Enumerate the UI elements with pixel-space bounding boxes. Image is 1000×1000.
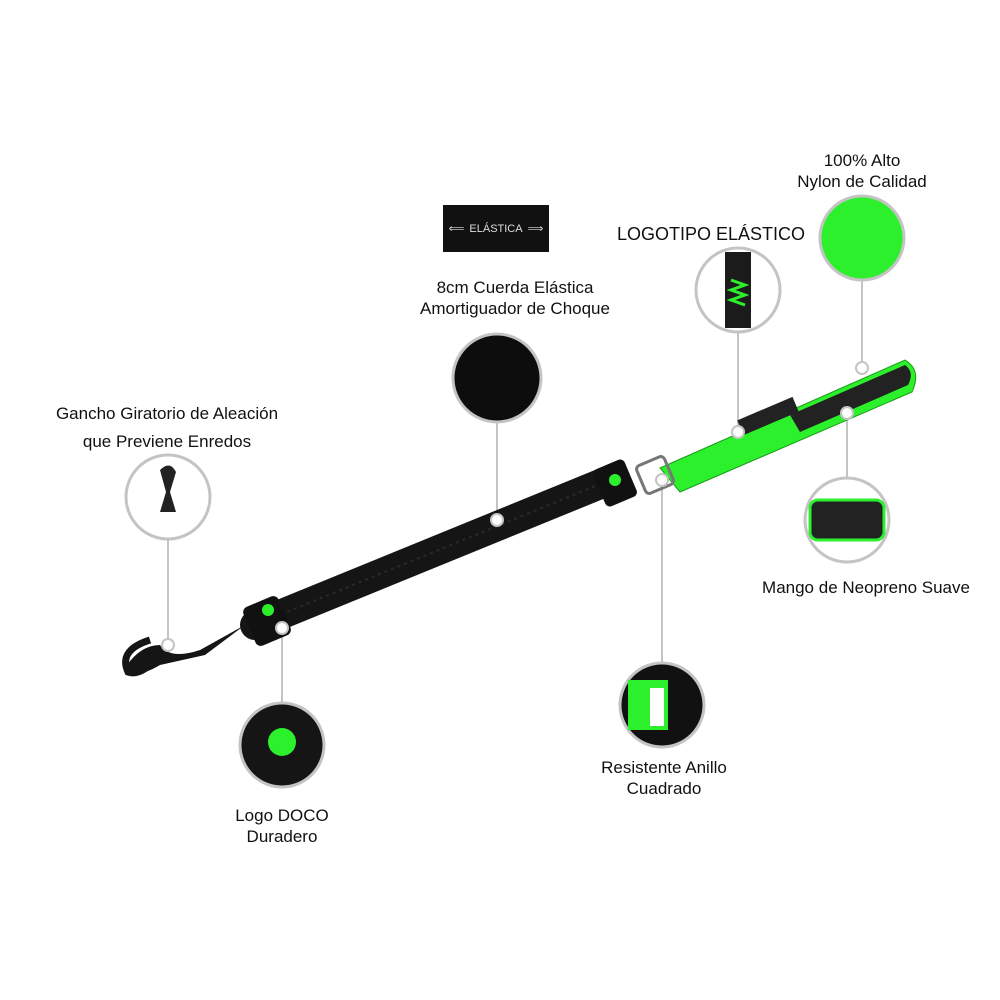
handle-label-line1: Mango de Neopreno Suave — [762, 578, 970, 597]
nylon-label-line1: 100% Alto — [823, 151, 901, 170]
bungee-label-line2: Amortiguador de Choque — [420, 299, 610, 318]
bungee-label-line1: 8cm Cuerda Elástica — [436, 278, 594, 297]
hook-label-line2: que Previene Enredos — [82, 432, 252, 451]
callout-dots — [161, 361, 869, 652]
ring-label-line1: Resistente Anillo — [601, 758, 727, 777]
hook-label: Gancho Giratorio de Aleación que Previen… — [56, 400, 278, 456]
nylon-label: 100% Alto Nylon de Calidad — [797, 150, 926, 192]
nylon-label-line2: Nylon de Calidad — [797, 172, 927, 191]
elastic-badge-text: ELÁSTICA — [469, 222, 523, 235]
bungee-label: 8cm Cuerda Elástica Amortiguador de Choq… — [420, 277, 610, 319]
elastic-badge: ⟸ ELÁSTICA ⟹ — [443, 205, 549, 252]
handle-label: Mango de Neopreno Suave — [762, 577, 970, 598]
ring-label-line2: Cuadrado — [626, 779, 702, 798]
doco-logo-label-line2: Duradero — [246, 827, 318, 846]
elastic-logo-label: LOGOTIPO ELÁSTICO — [616, 224, 806, 244]
callout-lines — [167, 280, 863, 703]
ring-label: Resistente Anillo Cuadrado — [601, 757, 727, 799]
doco-logo-label: Logo DOCO Duradero — [235, 805, 329, 847]
doco-logo-label-line1: Logo DOCO — [235, 806, 329, 825]
nylon-detail-circle — [818, 194, 906, 282]
leash — [122, 359, 917, 677]
hook-label-line1: Gancho Giratorio de Aleación — [55, 404, 279, 423]
bungee-detail-circle — [451, 332, 543, 424]
